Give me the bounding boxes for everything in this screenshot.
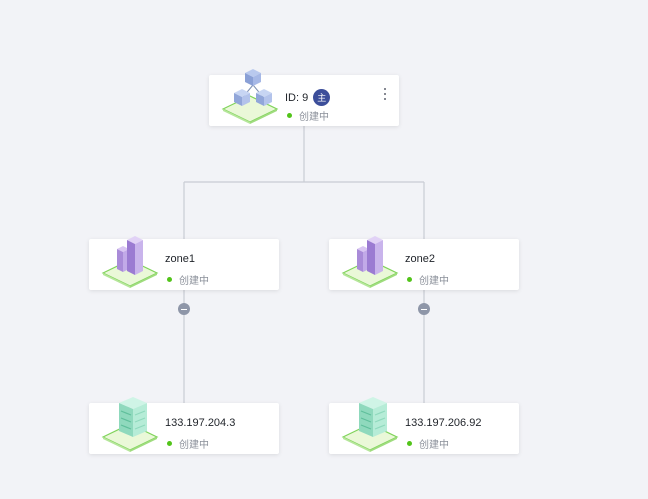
server-node-2[interactable]: 133.197.206.92 创建中 (329, 397, 519, 454)
server-ip: 133.197.204.3 (165, 417, 235, 429)
server-status-text: 创建中 (179, 440, 209, 451)
zone-status-text: 创建中 (179, 276, 209, 287)
server-stack-icon (341, 397, 399, 452)
buildings-icon (341, 236, 399, 288)
buildings-icon (101, 236, 159, 288)
more-options-icon[interactable] (381, 86, 389, 102)
zone-name: zone1 (165, 253, 195, 265)
cluster-status-text: 创建中 (299, 112, 329, 123)
cluster-id-label: ID: 9 (285, 91, 309, 104)
status-dot-icon (287, 113, 292, 118)
server-ip: 133.197.206.92 (405, 417, 481, 429)
cluster-status: 创建中 (287, 108, 329, 123)
status-dot-icon (167, 441, 172, 446)
zone-node-zone2[interactable]: zone2 创建中 (329, 236, 519, 290)
status-dot-icon (407, 277, 412, 282)
zone-name-text: zone1 (165, 253, 195, 265)
server-node-1[interactable]: 133.197.204.3 创建中 (89, 397, 279, 454)
zone-node-zone1[interactable]: zone1 创建中 (89, 236, 279, 290)
server-status: 创建中 (407, 436, 449, 451)
collapse-zone1-icon[interactable] (178, 303, 190, 315)
server-ip-text: 133.197.204.3 (165, 417, 236, 429)
collapse-zone2-icon[interactable] (418, 303, 430, 315)
status-dot-icon (167, 277, 172, 282)
zone-name: zone2 (405, 253, 435, 265)
server-status: 创建中 (167, 436, 209, 451)
zone-status: 创建中 (407, 272, 449, 287)
server-ip-text: 133.197.206.92 (405, 417, 482, 429)
primary-badge: 主 (313, 89, 331, 106)
status-dot-icon (407, 441, 412, 446)
zone-status-text: 创建中 (419, 276, 449, 287)
cluster-title: ID: 9 主 (285, 89, 331, 106)
server-status-text: 创建中 (419, 440, 449, 451)
zone-status: 创建中 (167, 272, 209, 287)
cluster-node[interactable]: ID: 9 主 创建中 (209, 69, 399, 126)
server-stack-icon (101, 397, 159, 452)
zone-name-text: zone2 (405, 253, 435, 265)
cluster-cubes-icon (221, 69, 279, 124)
